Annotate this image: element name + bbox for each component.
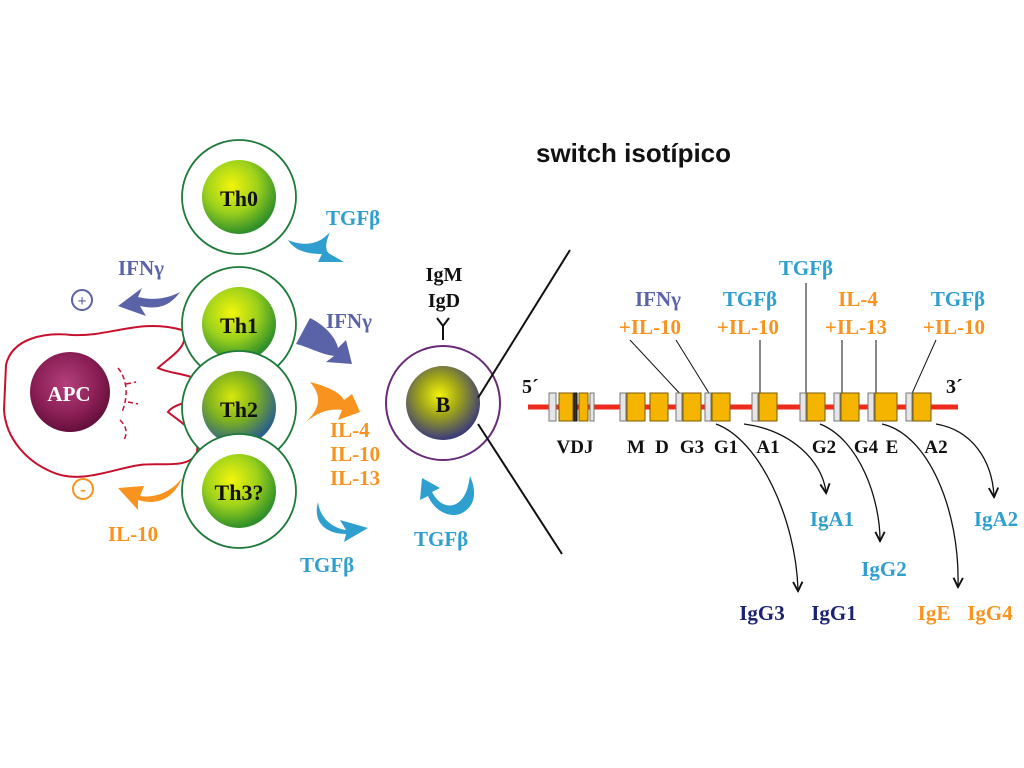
switch-ifng-label: IFNγ xyxy=(635,287,681,311)
th0-cell: Th0 xyxy=(181,139,297,255)
gene-exon xyxy=(626,392,646,422)
zoom-line-top xyxy=(477,249,571,399)
gene-segment-label: M xyxy=(627,437,645,458)
leader-tgfb2 xyxy=(909,339,937,399)
th0-label: Th0 xyxy=(220,186,258,211)
gene-segment-label: G3 xyxy=(680,437,704,458)
gene-exon xyxy=(578,392,589,422)
switch-tgfb2-il10-label: +IL-10 xyxy=(923,315,985,339)
gene-exon xyxy=(682,392,702,422)
ige-label: IgE xyxy=(918,601,951,625)
igg3-label: IgG3 xyxy=(739,601,785,625)
switch-arrow-igg2 xyxy=(819,423,880,540)
switch-il4-il13-label: +IL-13 xyxy=(825,315,887,339)
th2-cell: Th2 xyxy=(181,350,297,466)
gene-exon xyxy=(840,392,860,422)
leader-ifng-2 xyxy=(675,339,713,399)
il10-apc-label: IL-10 xyxy=(108,522,158,546)
b-cell: B xyxy=(385,345,501,461)
ifng-apc-label: IFNγ xyxy=(118,256,164,280)
switch-arrow-iga1 xyxy=(743,423,826,492)
th2-label: Th2 xyxy=(220,397,258,422)
apc-nucleus xyxy=(30,352,110,432)
svg-text:+: + xyxy=(77,293,86,310)
gene-segment-label: D xyxy=(655,437,669,458)
gene-exon xyxy=(806,392,826,422)
apc-label: APC xyxy=(47,382,90,406)
gene-switch-region xyxy=(548,392,557,422)
gene-switch-region xyxy=(799,392,807,422)
il10-label: IL-10 xyxy=(330,442,380,466)
tgfb-from-th0-arrow-icon xyxy=(288,232,344,262)
gene-exon xyxy=(558,392,574,422)
th1-cell: Th1 xyxy=(181,266,297,382)
switch-tgfb-top-label: TGFβ xyxy=(779,256,833,280)
tgfb-th3-label: TGFβ xyxy=(300,553,354,577)
b-label: B xyxy=(436,392,451,417)
switch-il4-label: IL-4 xyxy=(838,287,878,311)
switch-arrow-igg1 xyxy=(715,423,798,590)
iga1-label: IgA1 xyxy=(810,507,854,531)
switch-tgfb1-il10-label: +IL-10 xyxy=(717,315,779,339)
tgfb-b-autocrine-arrow-icon xyxy=(420,476,475,516)
gene-segment-label: A2 xyxy=(924,437,947,458)
minus-sign-icon: - xyxy=(72,478,94,500)
three-prime-label: 3´ xyxy=(946,376,963,398)
gene-switch-region xyxy=(867,392,875,422)
b-receptor-icon xyxy=(436,317,450,340)
gene-segment-label: G2 xyxy=(812,437,836,458)
ifng-to-apc-arrow-icon xyxy=(118,288,180,316)
gene-switch-region xyxy=(675,392,683,422)
il-from-th2-arrow-icon xyxy=(306,382,360,422)
igg4-label: IgG4 xyxy=(967,601,1013,625)
gene-segment-label: E xyxy=(886,437,899,458)
gene-exon xyxy=(874,392,898,422)
tgfb-b-label: TGFβ xyxy=(414,527,468,551)
switch-arrow-ige xyxy=(881,423,958,586)
diagram-title: switch isotípico xyxy=(536,138,732,168)
switch-tgfb1-label: TGFβ xyxy=(723,287,777,311)
gene-switch-region xyxy=(619,392,627,422)
gene-exon xyxy=(711,392,731,422)
gene-switch-region xyxy=(704,392,712,422)
th3-label: Th3? xyxy=(215,480,264,505)
gene-exon xyxy=(912,392,932,422)
gene-switch-region xyxy=(751,392,759,422)
th3-cell: Th3? xyxy=(181,433,297,549)
svg-text:-: - xyxy=(80,479,86,499)
leader-ifng xyxy=(629,339,685,399)
gene-segment-label: G1 xyxy=(714,437,738,458)
gene-switch-region xyxy=(573,392,578,422)
gene-exon xyxy=(649,392,669,422)
igm-label: IgM xyxy=(426,264,463,286)
switch-arrow-iga2 xyxy=(935,423,994,496)
tgfb-th0-label: TGFβ xyxy=(326,206,380,230)
tgfb-from-th3-arrow-icon xyxy=(316,502,368,542)
gene-switch-region xyxy=(589,392,595,422)
five-prime-label: 5´ xyxy=(522,376,539,398)
gene-segment-label: G4 xyxy=(854,437,879,458)
gene-exon xyxy=(758,392,778,422)
ifng-from-th1-arrow-icon xyxy=(296,318,352,364)
iga2-label: IgA2 xyxy=(974,507,1018,531)
th1-label: Th1 xyxy=(220,313,258,338)
gene-segment-label: A1 xyxy=(756,437,779,458)
gene-switch-region xyxy=(905,392,913,422)
switch-tgfb2-label: TGFβ xyxy=(931,287,985,311)
il13-label: IL-13 xyxy=(330,466,380,490)
zoom-line-bottom xyxy=(477,423,563,555)
igg2-label: IgG2 xyxy=(861,557,907,581)
ifng-th1-label: IFNγ xyxy=(326,309,372,333)
il4-label: IL-4 xyxy=(330,418,370,442)
plus-sign-icon: + xyxy=(71,289,93,311)
igd-label: IgD xyxy=(428,290,460,312)
gene-exons xyxy=(548,392,932,422)
igg1-label: IgG1 xyxy=(811,601,857,625)
gene-segment-label: VDJ xyxy=(557,437,594,458)
il10-to-apc-arrow-icon xyxy=(118,478,182,510)
gene-switch-region xyxy=(833,392,841,422)
switch-ifng-il10-label: +IL-10 xyxy=(619,315,681,339)
